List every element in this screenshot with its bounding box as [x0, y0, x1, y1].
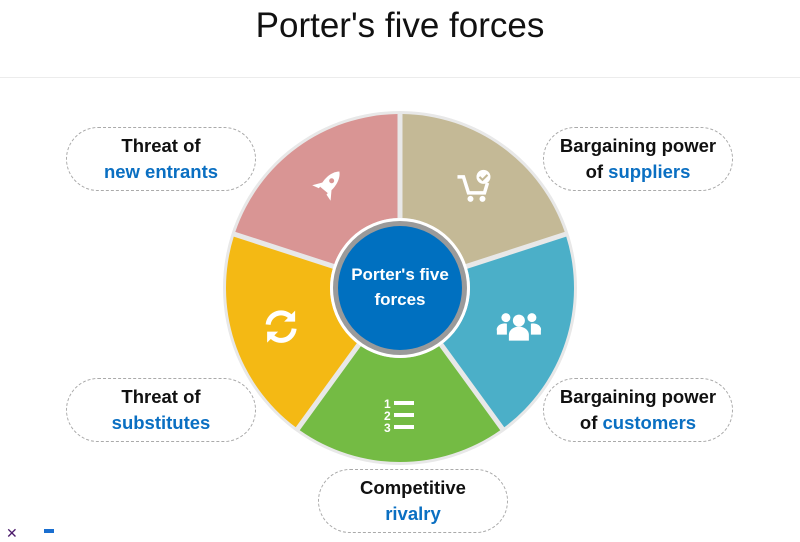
force-segment	[402, 114, 565, 265]
numbered-list-icon: 123	[384, 397, 414, 435]
label-line1: Bargaining power	[559, 135, 717, 156]
label-substitutes: Threat of substitutes	[66, 378, 256, 442]
label-line2: new entrants	[103, 161, 219, 182]
refresh-icon	[265, 310, 297, 343]
rocket-icon	[312, 171, 340, 201]
center-circle	[338, 226, 462, 350]
label-rivalry: Competitive rivalry	[318, 469, 508, 533]
svg-text:1: 1	[384, 397, 391, 411]
center-label-line1: Porter's five	[351, 265, 449, 284]
label-line2: of suppliers	[585, 161, 691, 182]
label-line2: rivalry	[385, 503, 441, 524]
label-line1: Competitive	[360, 477, 466, 498]
center-label-line2: forces	[374, 290, 426, 309]
label-new-entrants: Threat of new entrants	[66, 127, 256, 191]
force-segment	[235, 114, 398, 265]
center-label: Porter's five forces	[335, 262, 465, 312]
label-line1: Threat of	[121, 135, 201, 156]
users-group-icon	[496, 313, 542, 341]
svg-text:2: 2	[384, 409, 391, 423]
divider	[0, 77, 800, 78]
label-suppliers: Bargaining power of suppliers	[543, 127, 733, 191]
label-line2: of customers	[579, 412, 697, 433]
label-line1: Bargaining power	[559, 386, 717, 407]
cart-check-icon	[457, 169, 491, 202]
page-title: Porter's five forces	[255, 6, 545, 45]
force-segment	[443, 236, 574, 428]
label-customers: Bargaining power of customers	[543, 378, 733, 442]
label-line2: substitutes	[111, 412, 211, 433]
label-line1: Threat of	[121, 386, 201, 407]
logo-mark: ✕	[6, 525, 18, 541]
svg-text:3: 3	[384, 421, 391, 435]
logo-mark-blue	[44, 529, 54, 533]
